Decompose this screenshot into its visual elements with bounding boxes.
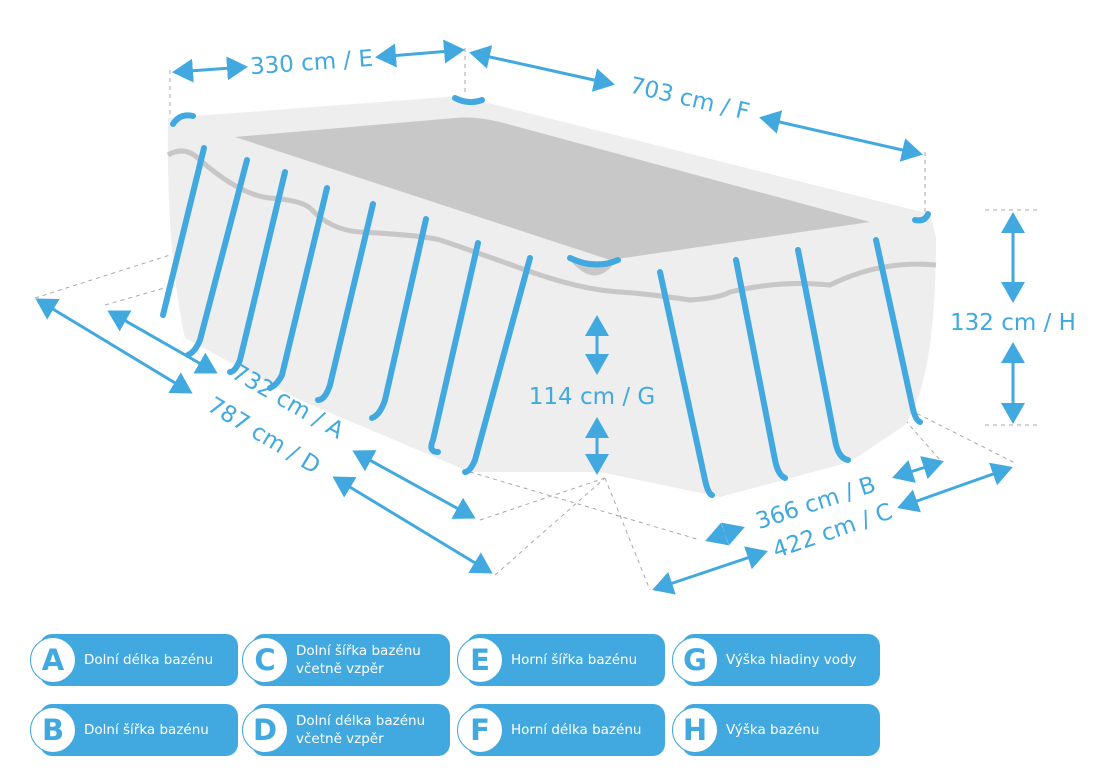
legend-letter: G: [672, 637, 718, 683]
legend-label: Dolní délka bazénu: [296, 713, 426, 729]
legend-letter: D: [242, 707, 288, 753]
guide-lines: [34, 48, 1040, 591]
legend-item-g: G Výška hladiny vody: [672, 634, 880, 686]
pool-drawing: 330 cm / E 703 cm / F 132 cm / H 114 cm …: [34, 39, 1076, 595]
legend-label: Dolní šířka bazénu: [296, 643, 421, 659]
legend-label: Horní délka bazénu: [511, 722, 642, 738]
legend-item-e: E Horní šířka bazénu: [457, 634, 665, 686]
legend-label: Výška bazénu: [726, 722, 820, 738]
legend-letter: H: [672, 707, 718, 753]
legend-item-b: B Dolní šířka bazénu: [30, 704, 238, 756]
water-line: [166, 148, 937, 303]
legend-label: Dolní délka bazénu: [84, 652, 214, 668]
legend-letter: B: [30, 707, 76, 753]
legend-item-h: H Výška bazénu: [672, 704, 880, 756]
dimension-e: 330 cm / E: [249, 46, 374, 81]
water-surface: [235, 117, 870, 260]
dimension-f: 703 cm / F: [627, 73, 752, 126]
legend-item-a: A Dolní délka bazénu: [30, 634, 238, 686]
rim-clips: [170, 95, 931, 268]
legend-label: Horní šířka bazénu: [511, 652, 638, 668]
dimension-arrows: [35, 39, 1025, 595]
legend-label-line2: včetně vzpěr: [296, 661, 384, 677]
legend-letter: E: [457, 637, 503, 683]
legend-letter: C: [242, 637, 288, 683]
legend-label: Dolní šířka bazénu: [84, 722, 209, 738]
legend-label-line2: včetně vzpěr: [296, 731, 384, 747]
legend-item-d: D Dolní délka bazénu včetně vzpěr: [242, 704, 450, 756]
legend-item-f: F Horní délka bazénu: [457, 704, 665, 756]
legend-item-c: C Dolní šířka bazénu včetně vzpěr: [242, 634, 450, 686]
dimension-h: 132 cm / H: [950, 310, 1076, 336]
legend-letter: F: [457, 707, 503, 753]
legend-letter: A: [30, 637, 76, 683]
legend-label: Výška hladiny vody: [726, 652, 857, 668]
dimension-g: 114 cm / G: [529, 384, 655, 410]
